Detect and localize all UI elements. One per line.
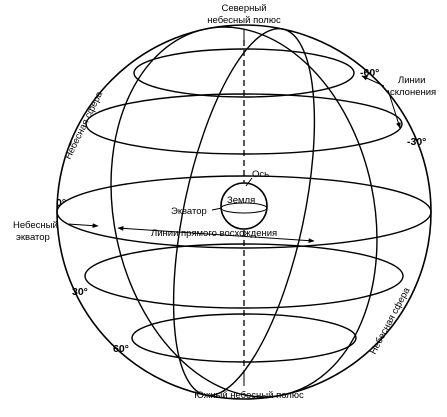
declination-plus60: 60° <box>113 343 129 355</box>
declination-minus60: -60° <box>360 67 379 79</box>
axis-label: Ось <box>252 169 269 180</box>
earth-globe <box>220 182 268 230</box>
celestial-equator-pointer <box>67 223 99 229</box>
celestial-equator-label-line2: экватор <box>16 232 50 243</box>
right-ascension-label: Линии прямого восхождения <box>151 228 277 239</box>
declination-circle-minus60 <box>133 48 355 98</box>
declination-pointer-60 <box>361 75 385 87</box>
declination-zero: 0° <box>56 197 66 209</box>
north-pole-label-line1: Северный <box>221 3 266 14</box>
declination-plus30: 30° <box>72 286 88 298</box>
declination-lines-label-line1: Линии <box>398 75 425 86</box>
north-pole-label-line2: небесный полюс <box>207 15 281 26</box>
earth-label: Земля <box>227 195 255 206</box>
equator-pointer <box>211 207 223 211</box>
celestial-sphere-label-right: Небесная сфера <box>368 285 413 356</box>
celestial-equator-circle <box>56 175 432 249</box>
declination-minus30: -30° <box>407 136 426 148</box>
declination-pointer-30 <box>387 89 401 129</box>
celestial-sphere-label-left: Небесная сфера <box>63 89 106 161</box>
equator-label: Экватор <box>171 206 207 217</box>
right-ascension-line-2 <box>172 27 316 397</box>
celestial-equator-label-line1: Небесный <box>13 220 58 231</box>
south-pole-label: Южный небесный полюс <box>194 390 304 401</box>
right-ascension-line-1 <box>110 26 378 398</box>
axis-pointer <box>245 177 253 187</box>
declination-lines-label-line2: склонения <box>390 87 436 98</box>
right-ascension-arrow <box>117 225 315 244</box>
